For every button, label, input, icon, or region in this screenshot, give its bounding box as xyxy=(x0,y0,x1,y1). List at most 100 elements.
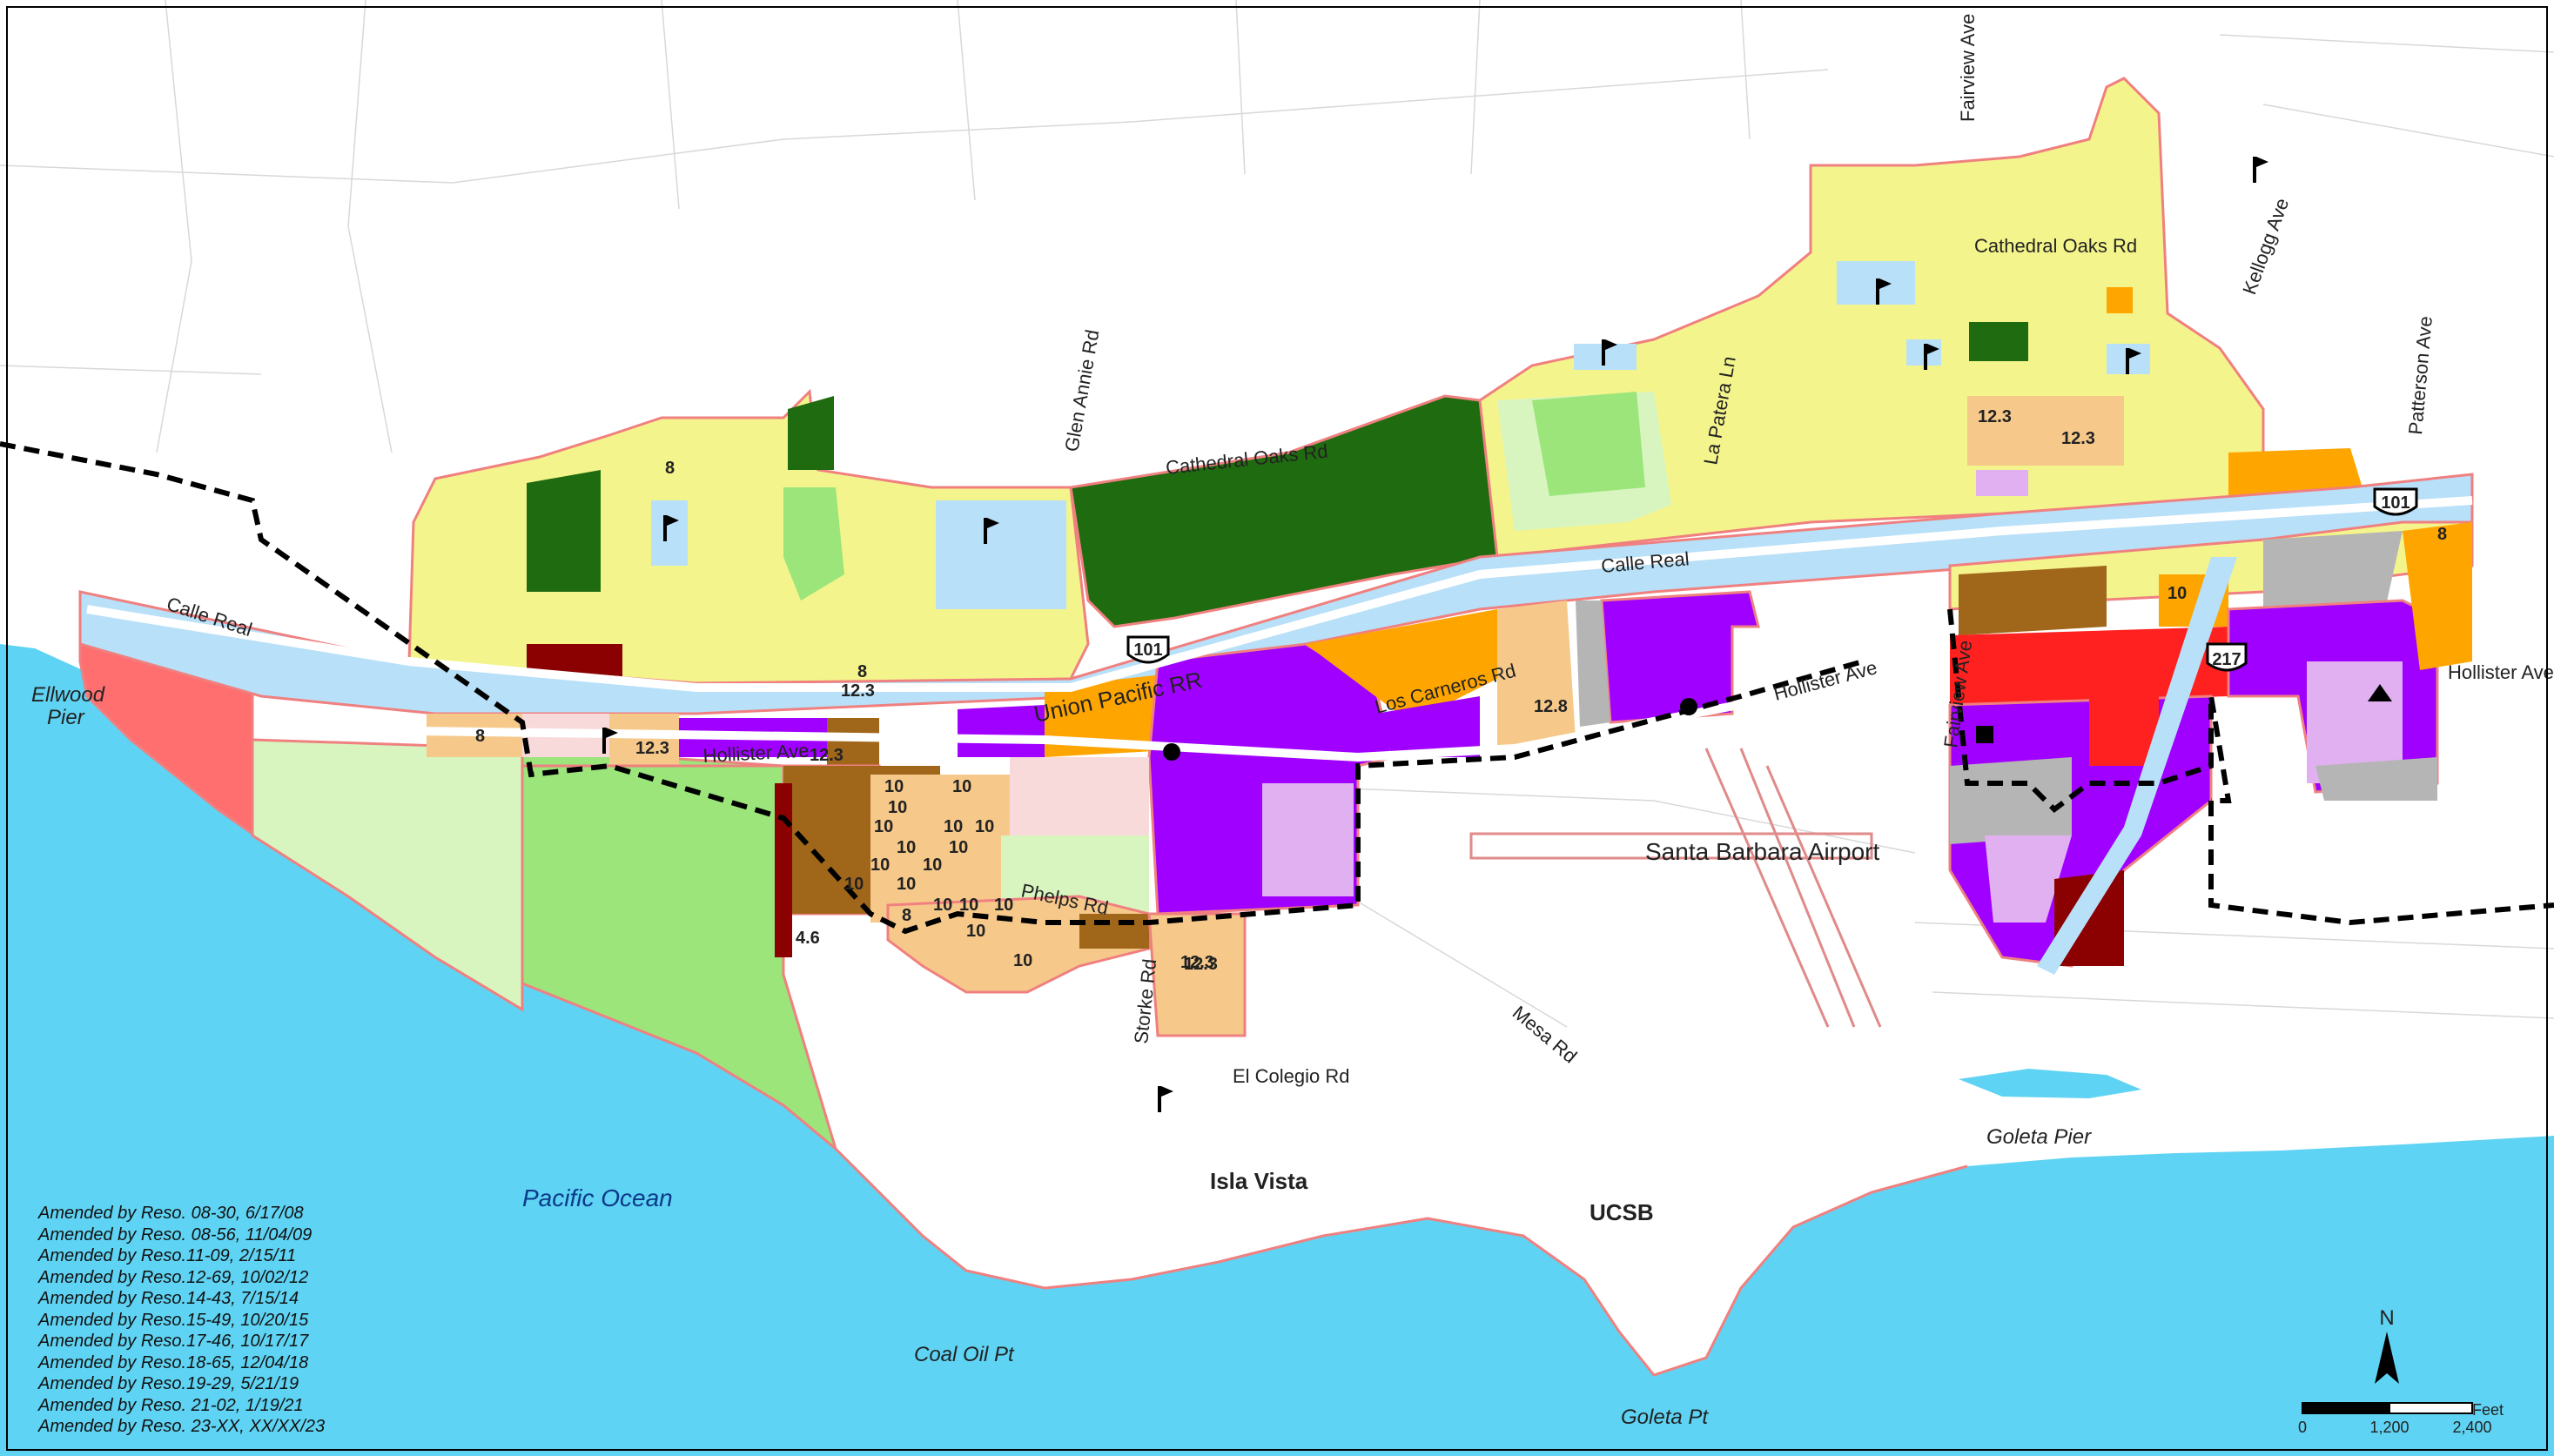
zone-old-town-gray xyxy=(2263,531,2403,609)
label-hollister-east: Hollister Ave xyxy=(2448,661,2554,683)
zone-phelps-brown xyxy=(1079,914,1149,949)
amendment-line: Amended by Reso.14-43, 7/15/14 xyxy=(38,1289,299,1308)
hwy217-label: 217 xyxy=(2212,650,2241,669)
zone-south-office-red xyxy=(775,783,792,957)
zone-west-agriculture-1 xyxy=(527,470,601,592)
density-label: 10 xyxy=(952,777,971,796)
zone-storke-medres xyxy=(1147,912,1247,1037)
flag-icon xyxy=(1602,339,1617,366)
label-ucsb: UCSB xyxy=(1590,1199,1654,1225)
density-label: 4.6 xyxy=(796,929,820,948)
flag-icon xyxy=(1158,1086,1173,1112)
dot-marker-2 xyxy=(1680,698,1697,715)
amendment-line: Amended by Reso.19-29, 5/21/19 xyxy=(38,1374,299,1393)
flag-icon xyxy=(984,518,999,544)
density-label: 10 xyxy=(897,875,916,894)
density-label: 10 xyxy=(994,896,1013,915)
density-label: 8 xyxy=(665,459,675,478)
density-label: 8 xyxy=(2437,525,2447,544)
scale-bar: Feet 0 1,200 2,400 xyxy=(2298,1401,2504,1436)
amendment-line: Amended by Reso.17-46, 10/17/17 xyxy=(38,1332,309,1351)
zone-west-agriculture-2 xyxy=(788,396,834,470)
flag-icon xyxy=(1876,278,1892,305)
amendment-line: Amended by Reso.12-69, 10/02/12 xyxy=(38,1267,309,1287)
county-parcel-lines xyxy=(0,0,2554,1028)
density-label: 10 xyxy=(844,875,864,894)
zone-north-violet xyxy=(1976,470,2028,496)
hwy101-label-a: 101 xyxy=(1133,641,1162,660)
amendment-line: Amended by Reso.11-09, 2/15/11 xyxy=(38,1246,297,1265)
highway-101-shield-a: 101 xyxy=(1126,635,1170,664)
zone-west-open-green xyxy=(783,487,844,601)
density-label: 8 xyxy=(857,662,867,681)
airport-runways xyxy=(1469,748,1882,1028)
label-cathedral-oaks-east: Cathedral Oaks Rd xyxy=(1974,235,2137,257)
zone-fairview-gray xyxy=(1950,757,2072,844)
flag-icon xyxy=(663,515,679,541)
zone-los-carneros-violet xyxy=(1375,696,1480,757)
highway-101-shield-b: 101 xyxy=(2373,487,2418,516)
density-label: 8 xyxy=(902,906,911,925)
density-label: 10 xyxy=(944,817,963,836)
zone-east-gray-strip xyxy=(1576,601,1610,727)
zone-west-public-1 xyxy=(651,500,688,566)
density-label: 8 xyxy=(475,727,485,746)
density-label: 12.3 xyxy=(2061,429,2095,448)
hwy101-label-b: 101 xyxy=(2381,493,2409,513)
flag-icons xyxy=(602,157,2268,1112)
density-label: 10 xyxy=(949,838,968,857)
zone-hollister-violet-2 xyxy=(958,705,1045,757)
density-label: 10 xyxy=(975,817,994,836)
label-pacific-ocean: Pacific Ocean xyxy=(522,1184,673,1211)
goleta-slough-water xyxy=(1959,1069,2141,1098)
scale-tick-1200: 1,200 xyxy=(2369,1419,2409,1436)
amendment-line: Amended by Reso.18-65, 12/04/18 xyxy=(38,1352,309,1372)
amendment-line: Amended by Reso. 08-30, 6/17/08 xyxy=(38,1204,304,1223)
zone-fairview-commercial xyxy=(2089,696,2159,766)
density-label: 12.8 xyxy=(1534,697,1568,716)
north-arrow: N xyxy=(2375,1306,2399,1384)
label-goleta-pier: Goleta Pier xyxy=(1986,1125,2092,1149)
flag-icon xyxy=(602,728,618,754)
zone-west-public-2 xyxy=(936,500,1066,609)
triangle-marker xyxy=(2368,684,2392,701)
label-coal-oil-pt: Coal Oil Pt xyxy=(914,1343,1015,1366)
flag-icon xyxy=(1924,344,1939,370)
density-label: 10 xyxy=(923,855,942,875)
zone-old-town-commercial xyxy=(1950,627,2228,705)
density-label: 10 xyxy=(874,817,893,836)
zone-south-pink-hatch xyxy=(1010,757,1149,835)
label-santa-barbara-airport: Santa Barbara Airport xyxy=(1645,838,1879,865)
amendment-line: Amended by Reso. 08-56, 11/04/09 xyxy=(38,1225,313,1245)
zone-north-orange-1 xyxy=(2107,287,2133,313)
label-ellwood: Ellwood xyxy=(31,683,105,707)
density-label: 10 xyxy=(1013,951,1032,970)
label-ellwood-pier: Pier xyxy=(47,706,85,729)
zone-east-gray-south xyxy=(2315,757,2437,801)
label-fairview-north: Fairview Ave xyxy=(1957,14,1979,122)
flag-icon xyxy=(2253,157,2268,183)
square-marker xyxy=(1976,726,1993,743)
density-label: 12.3 xyxy=(1184,955,1218,974)
density-label: 10 xyxy=(959,896,978,915)
zone-hollister-west-medres xyxy=(609,714,679,766)
zone-south-open-green xyxy=(1001,835,1149,914)
zone-highway-217 xyxy=(2037,557,2237,975)
label-isla-vista: Isla Vista xyxy=(1210,1168,1308,1194)
scale-tick-2400: 2,400 xyxy=(2452,1419,2491,1436)
north-arrow-icon xyxy=(2375,1332,2399,1384)
city-boundary-line xyxy=(0,441,2554,935)
zone-old-town-brown xyxy=(1959,566,2107,635)
density-label: 10 xyxy=(870,855,890,875)
label-el-colegio: El Colegio Rd xyxy=(1233,1065,1350,1087)
scale-unit: Feet xyxy=(2472,1401,2504,1419)
zone-north-active-open xyxy=(1532,392,1645,496)
highway-217-shield: 217 xyxy=(2206,642,2248,672)
pacific-ocean-water xyxy=(0,644,2554,1456)
density-labels: 8 8 12.3 12.3 8 12.3 12.3 12.8 12.3 12.3… xyxy=(475,407,2447,974)
density-label: 12.3 xyxy=(635,739,669,758)
amendment-line: Amended by Reso.15-49, 10/20/15 xyxy=(38,1310,309,1330)
density-label: 10 xyxy=(884,777,904,796)
density-label: 12.3 xyxy=(1978,407,2012,426)
